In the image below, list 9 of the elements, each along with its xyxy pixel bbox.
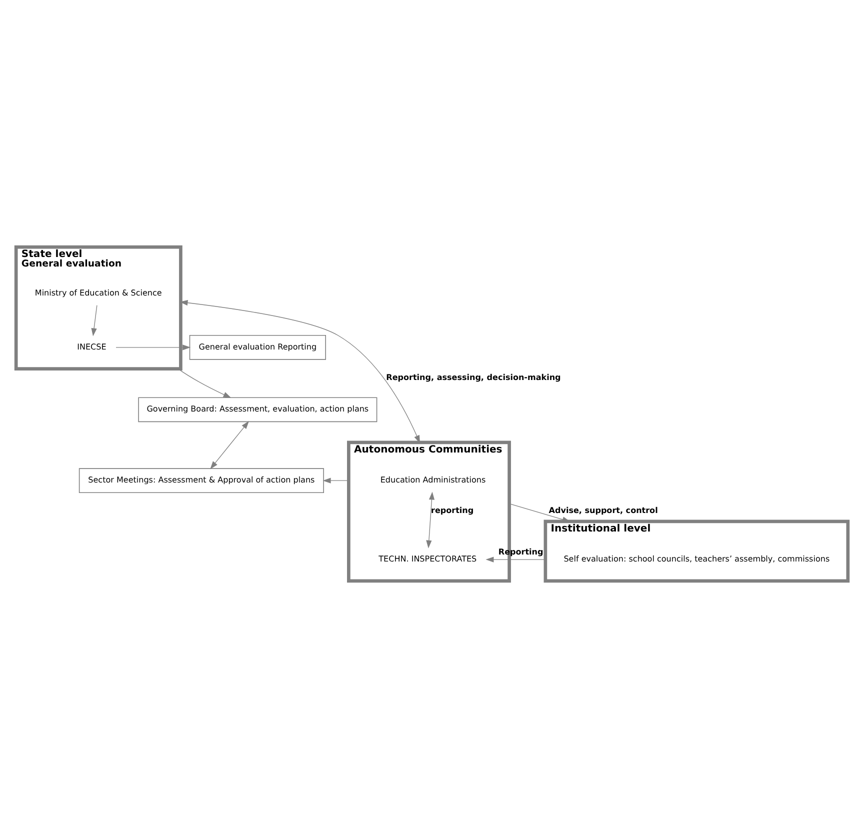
arrow [322,477,350,483]
arrow [91,304,98,336]
arrow [426,491,435,548]
arrow [116,344,191,350]
arrow [210,420,250,469]
arrow [178,368,232,398]
arrow [486,556,546,562]
arrow [180,299,420,443]
arrow [508,502,570,522]
